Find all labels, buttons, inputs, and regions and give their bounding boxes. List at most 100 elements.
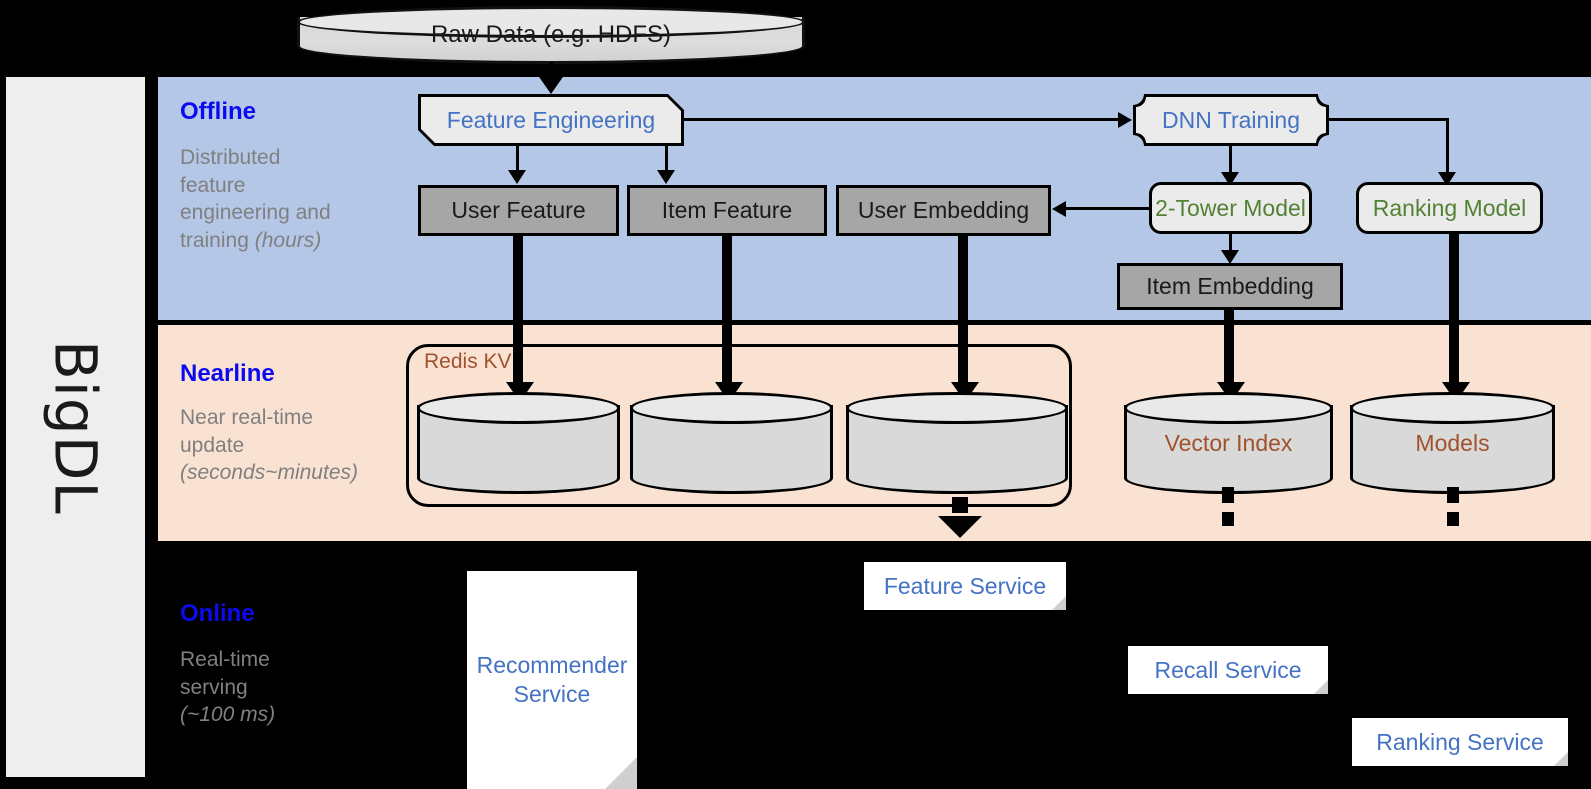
- raw-data-cylinder: [297, 6, 805, 64]
- online-title: Online: [180, 600, 255, 627]
- nearline-subtitle: Near real-time update (seconds~minutes): [180, 404, 410, 487]
- cylinder-top: [630, 392, 833, 424]
- store-item-feature-label: [630, 392, 833, 494]
- offline-subtitle-line3: engineering and: [180, 201, 331, 225]
- dash-models-2: [1447, 512, 1459, 526]
- recommender-service-box[interactable]: Recommender Service: [467, 571, 637, 789]
- offline-subtitle-line1: Distributed: [180, 146, 281, 169]
- arrow-twotower-to-itemembedding-head: [1221, 250, 1239, 264]
- dash-feature-service-1: [952, 497, 968, 513]
- cylinder-top: [846, 392, 1068, 424]
- dash-vector-index-1: [1222, 487, 1234, 503]
- offline-title: Offline: [180, 98, 256, 125]
- offline-subtitle-em: (hours): [254, 229, 322, 253]
- arrow-rawdata-to-fe-line: [549, 62, 553, 82]
- arrow-fe-to-itemfeature-line: [665, 146, 668, 174]
- offline-subtitle-line4: training: [180, 229, 255, 253]
- note-page: [467, 571, 637, 789]
- online-subtitle-em: (~100 ms): [180, 703, 276, 727]
- dash-models-1: [1447, 487, 1459, 503]
- recall-service-box[interactable]: Recall Service: [1128, 646, 1328, 694]
- dnn-training-label: DNN Training: [1133, 94, 1329, 146]
- ranking-model-box[interactable]: Ranking Model: [1356, 182, 1543, 234]
- store-item-feature-cylinder[interactable]: [630, 392, 833, 494]
- dnn-training-text: DNN Training: [1161, 106, 1301, 133]
- user-feature-box[interactable]: User Feature: [418, 185, 619, 236]
- arrow-fe-to-userfeature-line: [516, 146, 519, 174]
- bigdl-text: BigDL: [41, 339, 110, 515]
- recommender-service-label: Recommender Service: [476, 652, 628, 707]
- two-tower-model-box[interactable]: 2-Tower Model: [1149, 182, 1312, 234]
- box-fill: [421, 97, 681, 143]
- pipe-ranking-model: [1449, 234, 1459, 391]
- arrow-rawdata-to-fe-head: [537, 74, 565, 94]
- dnn-training-box[interactable]: [1133, 94, 1329, 146]
- redis-kv-label: Redis KV: [424, 350, 512, 374]
- cylinder-top: [1350, 392, 1555, 424]
- note-page: [864, 562, 1066, 610]
- recall-service-label: Recall Service: [1154, 656, 1302, 683]
- feature-engineering-box[interactable]: [418, 94, 684, 146]
- bigdl-rail: [6, 77, 145, 777]
- bigdl-label: BigDL: [6, 77, 145, 777]
- arrow-fe-to-userfeature-head: [508, 170, 526, 184]
- online-subtitle: Real-time serving (~100 ms): [180, 646, 400, 729]
- note-page: [1128, 646, 1328, 694]
- arrow-dnn-to-ranking-v: [1446, 118, 1449, 178]
- nearline-subtitle-line2: update: [180, 433, 245, 457]
- arrow-dnn-to-twotower-line: [1229, 146, 1232, 178]
- store-user-embedding-label: [846, 392, 1068, 494]
- ranking-service-box[interactable]: Ranking Service: [1352, 718, 1568, 766]
- offline-subtitle-line2: feature: [180, 173, 246, 197]
- pipe-user-embedding: [958, 236, 968, 391]
- item-feature-label: Item Feature: [661, 197, 793, 223]
- item-embedding-label: Item Embedding: [1146, 273, 1314, 299]
- store-user-feature-label: [417, 392, 620, 494]
- pipe-item-embedding: [1224, 310, 1234, 391]
- offline-subtitle: Distributed feature engineering and trai…: [180, 144, 395, 255]
- nearline-title: Nearline: [180, 360, 275, 387]
- box-fill: [1136, 97, 1326, 143]
- item-embedding-box[interactable]: Item Embedding: [1117, 263, 1343, 310]
- item-feature-box[interactable]: Item Feature: [627, 185, 827, 236]
- arrow-dnn-to-ranking-h: [1329, 118, 1449, 121]
- arrow-twotower-to-itemembedding-line: [1229, 234, 1232, 260]
- arrow-to-feature-service-head: [938, 516, 982, 538]
- feature-service-label: Feature Service: [883, 572, 1047, 599]
- vector-index-cylinder[interactable]: Vector Index: [1124, 392, 1333, 494]
- dash-vector-index-2: [1222, 512, 1234, 526]
- raw-data-label: Raw Data (e.g. HDFS): [297, 6, 805, 64]
- user-feature-label: User Feature: [451, 197, 586, 223]
- store-user-embedding-cylinder[interactable]: [846, 392, 1068, 494]
- vector-index-label: Vector Index: [1164, 429, 1293, 456]
- models-cylinder[interactable]: Models: [1350, 392, 1555, 494]
- user-embedding-box[interactable]: User Embedding: [836, 185, 1051, 236]
- cylinder-top: [417, 392, 620, 424]
- online-subtitle-line1: Real-time: [180, 648, 270, 671]
- arrow-fe-to-dnn-head: [1118, 112, 1132, 128]
- arrow-fe-to-dnn-line: [684, 118, 1118, 121]
- feature-engineering-text: Feature Engineering: [446, 106, 656, 133]
- arrow-twotower-to-userembedding-line: [1066, 207, 1152, 210]
- cylinder-top: [297, 6, 805, 38]
- pipe-item-feature: [722, 236, 732, 391]
- models-label: Models: [1415, 429, 1490, 456]
- user-embedding-label: User Embedding: [857, 197, 1030, 223]
- redis-kv-container: [406, 344, 1072, 507]
- nearline-subtitle-em: (seconds~minutes): [180, 461, 358, 485]
- two-tower-model-label: 2-Tower Model: [1155, 194, 1306, 221]
- ranking-service-label: Ranking Service: [1376, 728, 1544, 755]
- redis-kv-text: Redis KV: [424, 350, 512, 373]
- nearline-subtitle-line1: Near real-time: [180, 406, 314, 429]
- arrow-twotower-to-userembedding-head: [1052, 201, 1066, 217]
- pipe-user-feature: [513, 236, 523, 391]
- ranking-model-label: Ranking Model: [1372, 194, 1527, 221]
- arrow-fe-to-itemfeature-head: [657, 170, 675, 184]
- note-page: [1352, 718, 1568, 766]
- feature-service-box[interactable]: Feature Service: [864, 562, 1066, 610]
- cylinder-top: [1124, 392, 1333, 424]
- store-user-feature-cylinder[interactable]: [417, 392, 620, 494]
- raw-data-text: Raw Data (e.g. HDFS): [430, 21, 672, 48]
- feature-engineering-label: Feature Engineering: [418, 94, 684, 146]
- online-subtitle-line2: serving: [180, 675, 248, 699]
